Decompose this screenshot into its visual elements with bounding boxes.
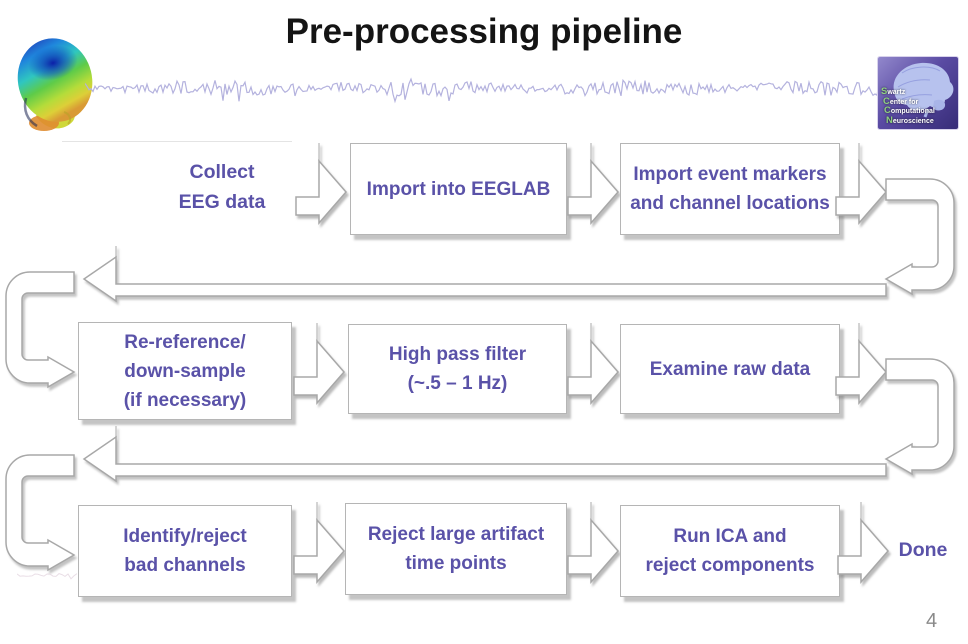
flow-start-line: EEG data <box>178 191 266 213</box>
long-left-arrow-icon <box>82 426 887 483</box>
head-jaw-line <box>23 97 38 128</box>
flow-box-text: Reject large artifact <box>367 524 545 545</box>
faint-divider-line <box>62 141 292 142</box>
brain-icon <box>893 62 954 118</box>
flow-box-text: Import into EEGLAB <box>366 178 551 200</box>
right-arrow-icon <box>567 323 619 406</box>
flow-box-text: (~.5 – 1 Hz) <box>407 373 508 394</box>
head-blue-patch <box>28 45 78 81</box>
logo-line: Swartz <box>881 86 906 97</box>
flow-box-text: Import event markers <box>633 164 827 185</box>
logo-line: Neuroscience <box>886 114 934 126</box>
flow-box-text: Examine raw data <box>649 358 811 380</box>
right-arrow-icon <box>295 143 347 226</box>
flow-box-text: Run ICA and <box>673 526 787 547</box>
right-arrow-icon <box>835 323 887 406</box>
flow-box-text: reject components <box>645 555 815 576</box>
uturn-arrow-right-side-icon <box>884 178 955 296</box>
flow-start-line: Collect <box>189 161 255 183</box>
flow-box-text: Identify/reject <box>123 526 247 547</box>
page-title: Pre-processing pipeline <box>285 12 683 51</box>
logo-text: Swartz Center for Computational Neurosci… <box>881 86 935 126</box>
flow-box-examine: Examine raw data <box>620 324 840 414</box>
eeg-trace <box>85 77 879 104</box>
flow-box-run-ica: Run ICA and reject components <box>620 505 840 597</box>
eeg-head-image <box>17 38 93 131</box>
right-arrow-icon <box>293 502 345 585</box>
logo-line: Center for <box>883 95 919 107</box>
flow-box-import-eeglab: Import into EEGLAB <box>350 143 567 235</box>
flow-box-text: Re-reference/ <box>124 331 246 353</box>
small-eeg-squiggle <box>17 573 78 580</box>
flow-box-text: time points <box>405 553 507 574</box>
flow-box-highpass: High pass filter (~.5 – 1 Hz) <box>348 324 567 414</box>
head-nose-line <box>63 111 72 125</box>
flow-end-label: Done <box>898 539 948 561</box>
flow-start-label: Collect EEG data <box>138 157 306 217</box>
flow-box-rereference: Re-reference/ down-sample (if necessary) <box>78 322 292 420</box>
flow-box-import-markers: Import event markers and channel locatio… <box>620 143 840 235</box>
long-left-arrow-icon <box>82 246 887 303</box>
page-number: 4 <box>926 610 938 632</box>
right-arrow-icon <box>837 502 889 585</box>
right-arrow-icon <box>567 143 619 226</box>
flow-box-text: and channel locations <box>630 193 830 214</box>
flow-box-bad-channels: Identify/reject bad channels <box>78 505 292 597</box>
right-arrow-icon <box>293 323 345 406</box>
right-arrow-icon <box>567 502 619 585</box>
uturn-arrow-right-side-icon <box>884 358 955 476</box>
flow-box-text: High pass filter <box>388 344 527 365</box>
flow-box-text: bad channels <box>124 555 246 576</box>
flow-box-text: (if necessary) <box>123 389 247 411</box>
flow-box-reject-artifacts: Reject large artifact time points <box>345 503 567 595</box>
uturn-arrow-left-side-icon <box>5 271 76 389</box>
sccn-logo: Swartz Center for Computational Neurosci… <box>878 57 958 129</box>
right-arrow-icon <box>835 143 887 226</box>
uturn-arrow-left-side-icon <box>5 454 76 572</box>
logo-line: Computational <box>884 105 935 116</box>
flow-box-text: down-sample <box>124 360 246 382</box>
